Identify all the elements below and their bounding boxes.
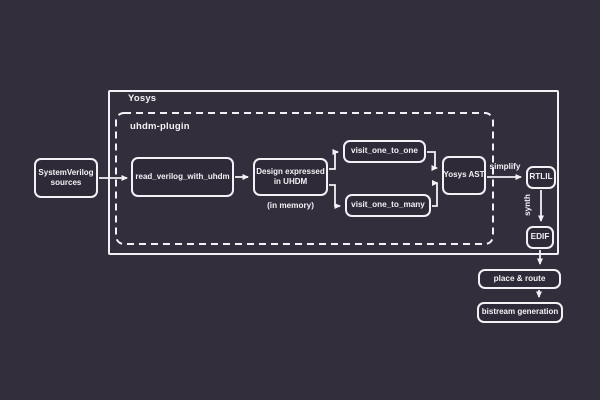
node-label: RTLIL bbox=[529, 172, 553, 182]
node-bistream-generation: bistream generation bbox=[477, 302, 563, 323]
node-read-verilog-with-uhdm: read_verilog_with_uhdm bbox=[131, 157, 234, 197]
node-label: place & route bbox=[493, 273, 546, 283]
simplify-edge-label: simplify bbox=[489, 162, 521, 171]
yosys-container-label: Yosys bbox=[128, 93, 157, 104]
node-rtlil: RTLIL bbox=[526, 166, 556, 189]
node-label: Design expressed bbox=[256, 166, 325, 176]
in-memory-note: (in memory) bbox=[267, 201, 314, 210]
node-label: Yosys AST bbox=[443, 170, 485, 180]
node-label: read_verilog_with_uhdm bbox=[135, 171, 230, 181]
node-visit-one-to-one: visit_one_to_one bbox=[343, 140, 426, 163]
node-yosys-ast: Yosys AST bbox=[442, 156, 486, 195]
node-label: in UHDM bbox=[273, 177, 308, 186]
synth-edge-label: synth bbox=[523, 194, 532, 216]
node-label: bistream generation bbox=[481, 307, 559, 317]
node-label: sources bbox=[50, 178, 82, 187]
uhdm-plugin-container-label: uhdm-plugin bbox=[130, 121, 190, 132]
node-edif: EDIF bbox=[526, 226, 554, 249]
node-label: EDIF bbox=[530, 232, 550, 242]
node-design-expressed-in-uhdm: Design expressed in UHDM bbox=[253, 158, 328, 196]
yosys-container bbox=[108, 90, 559, 255]
node-label: visit_one_to_many bbox=[351, 200, 425, 210]
node-visit-one-to-many: visit_one_to_many bbox=[345, 194, 431, 217]
node-label: visit_one_to_one bbox=[351, 146, 418, 156]
node-place-and-route: place & route bbox=[478, 269, 561, 289]
node-label: SystemVerilog bbox=[38, 167, 94, 177]
node-systemverilog-sources: SystemVerilog sources bbox=[34, 158, 98, 198]
